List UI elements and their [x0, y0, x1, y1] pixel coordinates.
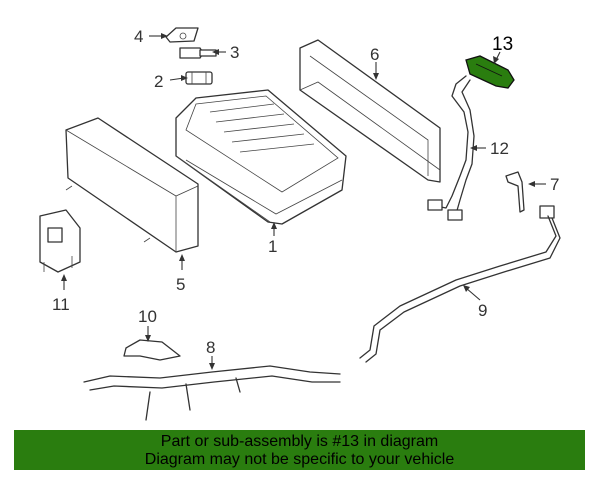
part-10-bracket	[123, 339, 181, 361]
callout-7: 7	[550, 175, 559, 194]
callout-5: 5	[176, 275, 185, 294]
part-2-connector	[185, 71, 213, 85]
part-9-cable	[359, 205, 561, 363]
part-info-banner: Part or sub-assembly is #13 in diagram D…	[14, 430, 585, 470]
callout-4: 4	[134, 27, 143, 46]
leader-lines	[61, 33, 546, 370]
part-12-harness	[427, 75, 475, 221]
part-5-cover	[65, 117, 199, 253]
part-11-module	[39, 209, 81, 273]
callout-9: 9	[478, 301, 487, 320]
callout-11: 11	[52, 295, 70, 314]
callout-13: 13	[492, 34, 513, 55]
part-7-fitting	[505, 171, 525, 213]
part-8-harness	[83, 365, 341, 421]
part-13-highlighted	[465, 55, 515, 89]
callout-6: 6	[370, 45, 379, 64]
part-3-bolt	[179, 47, 217, 59]
callout-12: 12	[490, 139, 509, 158]
part-4-bracket	[165, 27, 199, 43]
part-1-battery	[175, 89, 347, 225]
callout-2: 2	[154, 72, 163, 91]
callout-8: 8	[206, 338, 215, 357]
callout-1: 1	[268, 237, 277, 256]
part-6-panel	[299, 39, 441, 183]
banner-line-1: Part or sub-assembly is #13 in diagram	[160, 433, 439, 450]
callout-10: 10	[138, 307, 157, 326]
parts-diagram: 1 2 3 4 5 6 7 8 9 10 11 12 13	[39, 27, 561, 421]
callout-3: 3	[230, 43, 239, 62]
banner-line-2: Diagram may not be specific to your vehi…	[144, 451, 455, 468]
